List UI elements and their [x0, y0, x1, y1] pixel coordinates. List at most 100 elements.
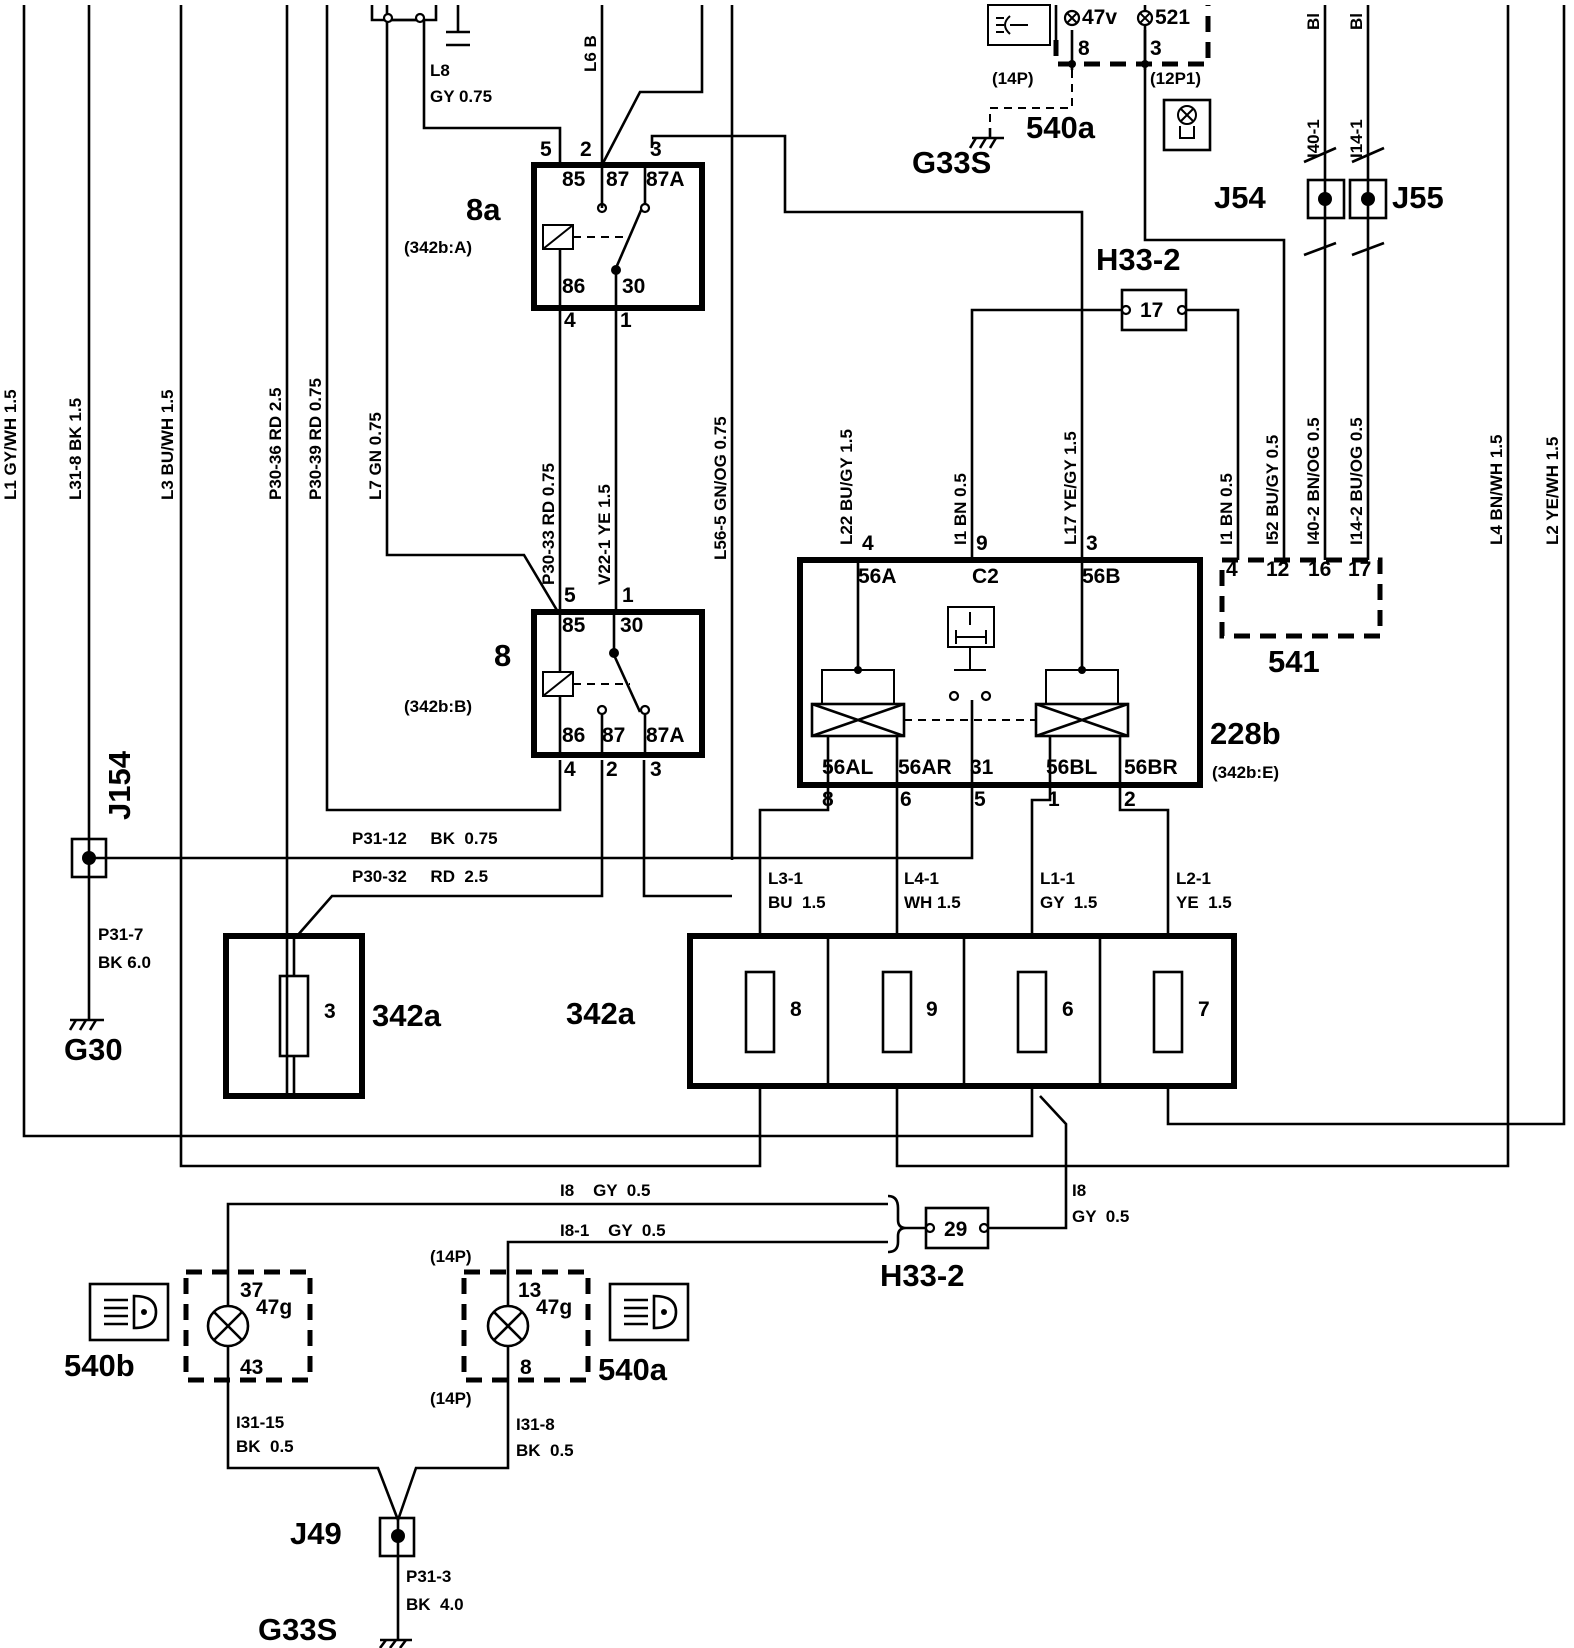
connector-541 — [1219, 557, 1383, 639]
label-wire-l4: L4 BN/WH 1.5 — [1487, 434, 1506, 545]
j55-splice — [1348, 146, 1388, 257]
label-wire-l2: L2 YE/WH 1.5 — [1543, 437, 1562, 545]
module-228b-ref: (342b:E) — [1212, 763, 1279, 782]
label-wire-l8-spec: GY 0.75 — [430, 87, 492, 106]
relay-8-conn-3: 3 — [650, 758, 662, 781]
label-wire-p31-3-spec: BK 4.0 — [406, 1595, 464, 1614]
label-wire-i1-4: I1 BN 0.5 — [1217, 473, 1236, 545]
label-wire-l1-1-spec: GY 1.5 — [1040, 893, 1097, 912]
wire-h33-to-i1 — [1186, 308, 1240, 560]
relay-8-pin-86: 86 — [562, 724, 585, 747]
fusebox-right-fuse-9: 9 — [926, 998, 938, 1021]
label-wire-l8: L8 — [430, 61, 450, 80]
label-wire-p31-7-spec: BK 6.0 — [98, 953, 151, 972]
label-wire-l1: L1 GY/WH 1.5 — [1, 389, 20, 500]
label-wire-i40-2: I40-2 BN/OG 0.5 — [1304, 417, 1323, 545]
lamp-540b — [183, 1269, 313, 1383]
label-wire-l2-1: L2-1 — [1176, 869, 1211, 888]
module-228b-pin-56a: 56A — [858, 565, 897, 588]
relay-8-ref: (342b:B) — [404, 697, 472, 716]
ground-g30: G30 — [64, 1032, 123, 1067]
relay-8-pin-85: 85 — [562, 614, 586, 637]
module-228b-pin-31: 31 — [970, 756, 994, 779]
wire-l4-loop — [895, 5, 1510, 1168]
label-wire-p31-3: P31-3 — [406, 1567, 451, 1586]
relay-8-pin-87: 87 — [602, 724, 625, 747]
lamp-540a-pin-8: 8 — [520, 1356, 532, 1379]
j55-label: J55 — [1392, 180, 1444, 215]
module-228b-conn-4: 4 — [862, 532, 874, 555]
relay-8a-conn-1: 1 — [620, 309, 632, 332]
label-wire-i31-15: I31-15 — [236, 1413, 284, 1432]
lamp-540a-top-conn2: (12P1) — [1150, 69, 1201, 88]
connector-541-pin-4: 4 — [1226, 558, 1238, 581]
headlamp-icon-540a — [608, 1282, 690, 1342]
lamp-540a-top-pin-8: 8 — [1078, 37, 1090, 60]
module-228b-conn-3: 3 — [1086, 532, 1098, 555]
label-wire-i52: I52 BU/GY 0.5 — [1263, 435, 1282, 545]
j154-label: J154 — [102, 750, 137, 820]
label-wire-p31-12: P31-12 BK 0.75 — [352, 829, 498, 848]
label-wire-l2-1-spec: YE 1.5 — [1176, 893, 1232, 912]
label-wire-p31-7: P31-7 — [98, 925, 143, 944]
label-wire-i14-2: I14-2 BU/OG 0.5 — [1347, 417, 1366, 545]
fusebox-right-fuse-7: 7 — [1198, 998, 1210, 1021]
h33-top-name: H33-2 — [1096, 242, 1180, 277]
connector-541-pin-16: 16 — [1308, 558, 1331, 581]
lamp-540a-name: 540a — [598, 1352, 668, 1387]
label-wire-i31-8-spec: BK 0.5 — [516, 1441, 574, 1460]
relay-8a-conn-4: 4 — [564, 309, 576, 332]
connector-541-name: 541 — [1268, 644, 1320, 679]
lamp-540a-pin-47g: 47g — [536, 1296, 572, 1319]
wire-i8 — [226, 1202, 888, 1272]
relay-8a — [531, 162, 705, 311]
label-wire-l31-8: L31-8 BK 1.5 — [66, 398, 85, 500]
top-connector-left — [370, 5, 470, 47]
fusebox-right-fuse-6: 6 — [1062, 998, 1074, 1021]
label-wire-l3: L3 BU/WH 1.5 — [158, 389, 177, 500]
lamp-540a-top-conn: (14P) — [992, 69, 1034, 88]
h33-top-pin: 17 — [1140, 299, 1163, 322]
module-228b-pin-56br: 56BR — [1124, 756, 1178, 779]
fusebox-right-fuse-8: 8 — [790, 998, 802, 1021]
wire-l7 — [385, 5, 560, 613]
relay-8-name: 8 — [494, 638, 511, 673]
module-228b-pin-56bl: 56BL — [1046, 756, 1098, 779]
h33-top-connector — [1120, 288, 1188, 332]
wire-8a-87a-to-l17 — [650, 134, 1084, 560]
module-228b-pin-56b: 56B — [1082, 565, 1121, 588]
wire-p30-39 — [325, 5, 562, 812]
fusebox-left — [223, 933, 365, 1099]
h33-bottom-connector — [924, 1206, 990, 1250]
ground-g33s-top: G33S — [912, 145, 991, 180]
ground-g33s-bottom-symbol — [378, 1638, 412, 1648]
wire-l2-1 — [1118, 785, 1170, 936]
label-wire-l4-1: L4-1 — [904, 869, 939, 888]
j54-label: J54 — [1214, 180, 1266, 215]
fusebox-right-name: 342a — [566, 996, 636, 1031]
fusebox-left-name: 342a — [372, 998, 442, 1033]
wire-p31-12 — [89, 785, 974, 860]
label-wire-i8-right: I8 — [1072, 1181, 1086, 1200]
connector-541-pin-17: 17 — [1348, 558, 1371, 581]
lamp-540a-top-pin-3: 3 — [1150, 37, 1162, 60]
relay-8-pin-87a: 87A — [646, 724, 685, 747]
ground-g33s-bottom: G33S — [258, 1612, 337, 1647]
ground-g33s-top-symbol — [968, 128, 1004, 149]
relay-8-conn-2: 2 — [606, 758, 618, 781]
module-228b-conn-5: 5 — [974, 788, 986, 811]
wire-l2-loop — [1166, 5, 1566, 1126]
relay-8a-conn-3: 3 — [650, 138, 662, 161]
fusebox-right — [687, 933, 1237, 1089]
wire-8a-85-to-top — [600, 5, 704, 166]
wire-h33-bottom-brace — [887, 1194, 926, 1254]
lamp-540a-top — [987, 4, 1212, 152]
wire-i52 — [1143, 5, 1286, 560]
wire-i8-from-fuse — [988, 1095, 1068, 1230]
label-wire-i40-1: I40-1 — [1304, 119, 1323, 158]
label-wire-p30-39: P30-39 RD 0.75 — [306, 378, 325, 500]
label-wire-p30-32: P30-32 RD 2.5 — [352, 867, 488, 886]
label-wire-i8: I8 GY 0.5 — [560, 1181, 650, 1200]
relay-8a-pin-30: 30 — [622, 275, 645, 298]
